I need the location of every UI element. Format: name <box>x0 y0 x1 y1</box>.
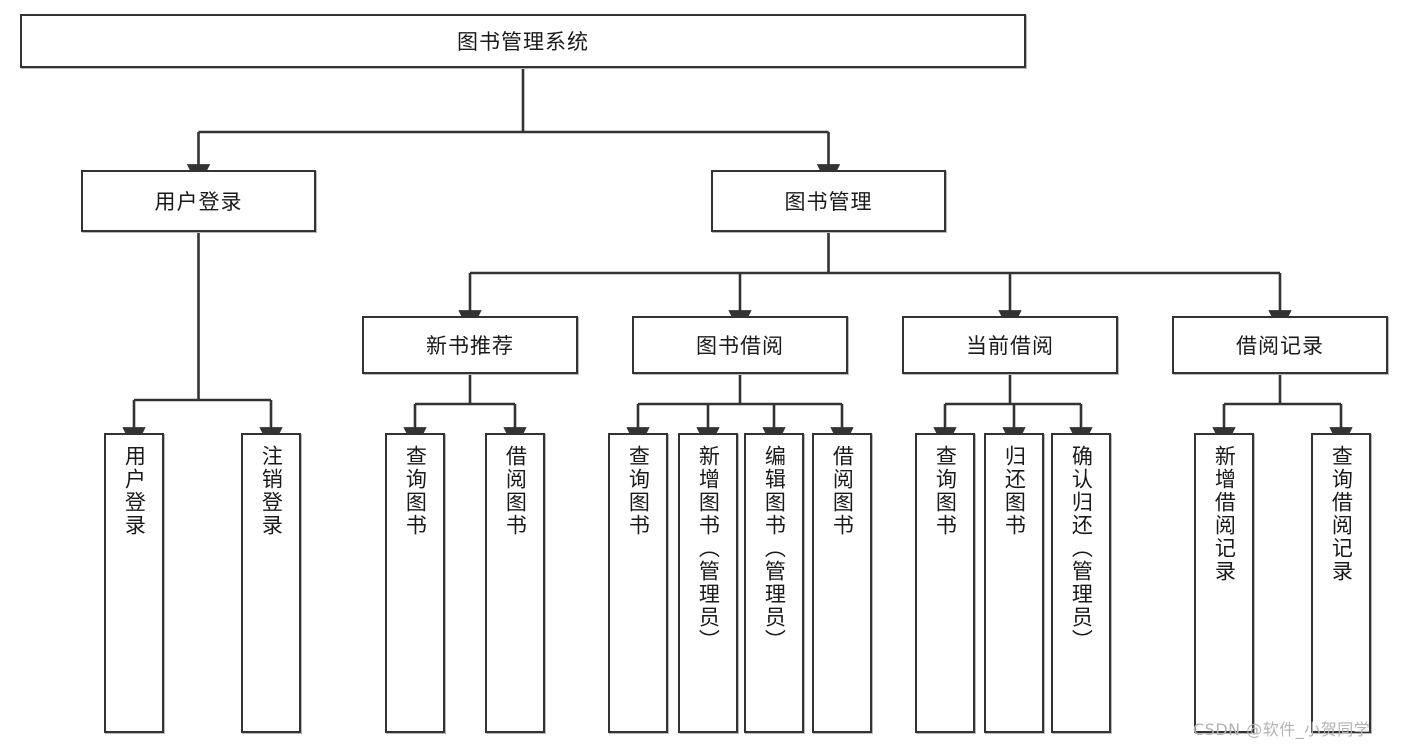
node-leaf-add-book[interactable]: 新增图书（管理员） <box>678 433 738 733</box>
node-root[interactable]: 图书管理系统 <box>20 14 1026 68</box>
node-label: 查询图书 <box>626 445 651 537</box>
node-label: 查询图书 <box>403 445 428 537</box>
node-label: 图书借阅 <box>696 334 784 358</box>
node-label: 编辑图书（管理员） <box>762 445 787 652</box>
node-label: 新增图书（管理员） <box>696 445 721 652</box>
node-label: 确认归还（管理员） <box>1069 445 1094 652</box>
node-user-login[interactable]: 用户登录 <box>81 170 316 232</box>
node-label: 查询图书 <box>933 445 958 537</box>
node-label: 用户登录 <box>122 445 147 537</box>
node-label: 借阅图书 <box>503 445 528 537</box>
node-label: 用户登录 <box>154 190 243 214</box>
node-leaf-confirm[interactable]: 确认归还（管理员） <box>1051 433 1111 733</box>
node-leaf-edit-book[interactable]: 编辑图书（管理员） <box>744 433 804 733</box>
node-leaf-query-2[interactable]: 查询图书 <box>608 433 668 733</box>
node-label: 归还图书 <box>1002 445 1027 537</box>
node-leaf-login[interactable]: 用户登录 <box>104 433 164 733</box>
node-label: 借阅图书 <box>830 445 855 537</box>
node-label: 查询借阅记录 <box>1329 445 1354 583</box>
node-leaf-query-1[interactable]: 查询图书 <box>385 433 445 733</box>
node-label: 注销登录 <box>259 445 284 537</box>
node-label: 新书推荐 <box>426 334 514 358</box>
node-label: 图书管理系统 <box>457 30 589 54</box>
watermark-label: CSDN @软件_小贺同学 <box>1193 720 1371 739</box>
node-leaf-logout[interactable]: 注销登录 <box>241 433 301 733</box>
node-label: 当前借阅 <box>966 334 1054 358</box>
edge-group <box>122 68 1353 451</box>
node-leaf-borrow-1[interactable]: 借阅图书 <box>485 433 545 733</box>
node-current-borrow[interactable]: 当前借阅 <box>902 316 1118 374</box>
node-leaf-query-3[interactable]: 查询图书 <box>915 433 975 733</box>
node-leaf-return[interactable]: 归还图书 <box>984 433 1044 733</box>
node-label: 借阅记录 <box>1236 334 1324 358</box>
node-leaf-query-rec[interactable]: 查询借阅记录 <box>1311 433 1371 733</box>
node-book-borrow[interactable]: 图书借阅 <box>632 316 848 374</box>
node-book-manage[interactable]: 图书管理 <box>711 170 946 232</box>
node-leaf-add-rec[interactable]: 新增借阅记录 <box>1194 433 1254 733</box>
node-new-book-rec[interactable]: 新书推荐 <box>362 316 578 374</box>
node-label: 新增借阅记录 <box>1212 445 1237 583</box>
node-leaf-borrow-2[interactable]: 借阅图书 <box>812 433 872 733</box>
node-label: 图书管理 <box>784 190 873 214</box>
node-borrow-record[interactable]: 借阅记录 <box>1172 316 1388 374</box>
